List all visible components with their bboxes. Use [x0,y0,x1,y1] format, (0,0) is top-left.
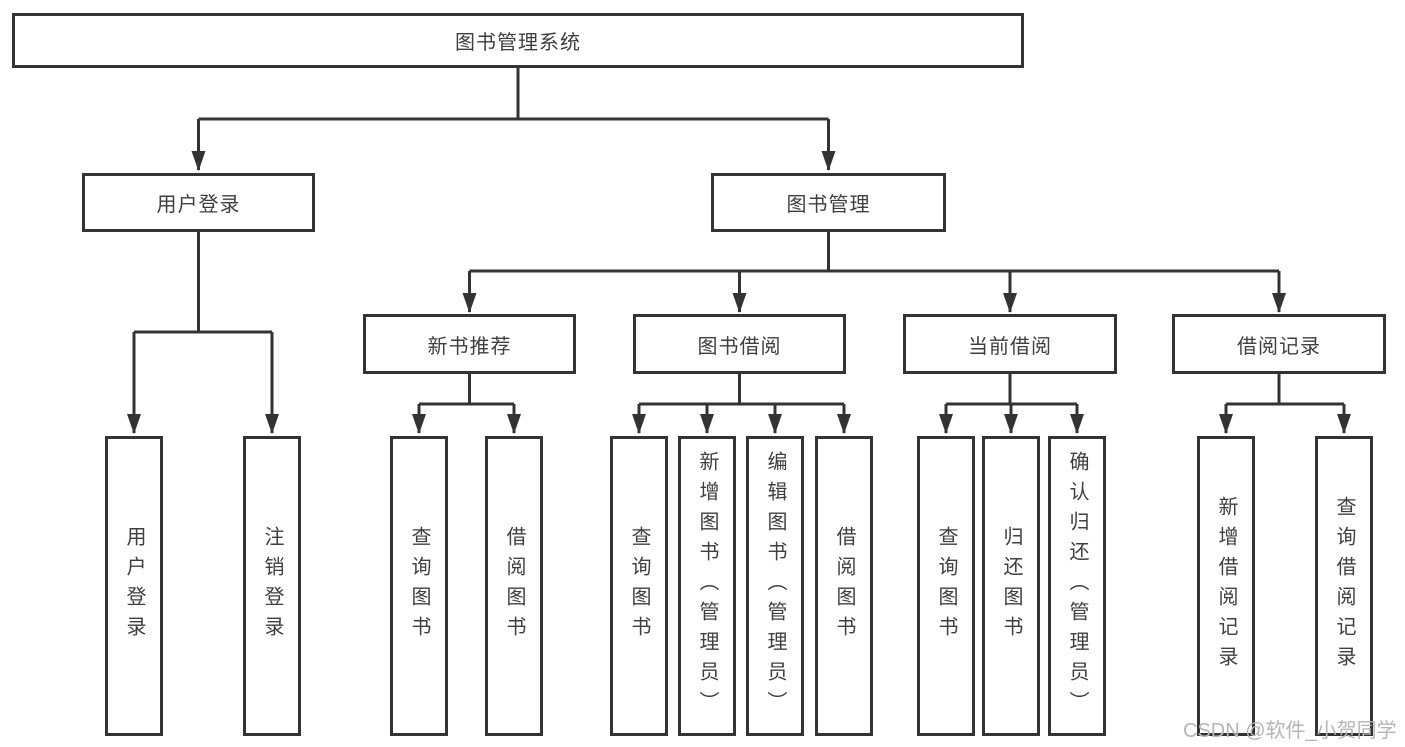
node-root-label: 图书管理系统 [455,32,581,54]
connector-root-to-level2 [198,68,829,121]
csdn-watermark: CSDN @软件_小贺同学 [1183,720,1397,742]
leaf-query-books-3: 查询图书 [917,436,975,736]
leaf-query-borrow-record: 查询借阅记录 [1315,436,1373,736]
leaf-add-book-admin: 新增图书（管理员） [678,436,736,736]
leaf-user-login-label: 用户登录 [123,526,145,646]
leaf-return-books-label: 归还图书 [1000,526,1022,646]
leaf-borrow-books-2-label: 借阅图书 [833,526,855,646]
leaf-edit-book-admin: 编辑图书（管理员） [746,436,804,736]
node-user-login-label: 用户登录 [156,194,241,216]
connector-book-management-branch [469,232,1279,273]
node-user-login: 用户登录 [82,173,315,232]
leaf-query-books-1: 查询图书 [390,436,448,736]
leaf-user-login: 用户登录 [105,436,163,736]
leaf-query-books-2: 查询图书 [610,436,668,736]
node-current-borrow: 当前借阅 [903,314,1117,374]
node-book-borrow: 图书借阅 [633,314,846,374]
leaf-add-borrow-record-label: 新增借阅记录 [1215,496,1237,676]
leaf-add-book-admin-label: 新增图书（管理员） [696,451,718,721]
node-new-book-recommend-label: 新书推荐 [427,335,512,358]
node-borrow-records-label: 借阅记录 [1237,335,1321,358]
leaf-query-books-1-label: 查询图书 [408,526,430,646]
connector-user-login-branch [134,232,272,334]
node-root: 图书管理系统 [12,13,1024,68]
connector-new-book-branch [419,373,514,406]
leaf-query-borrow-record-label: 查询借阅记录 [1333,496,1355,676]
node-book-borrow-label: 图书借阅 [697,335,782,358]
leaf-query-books-2-label: 查询图书 [628,526,650,646]
leaf-borrow-books-2: 借阅图书 [815,436,873,736]
node-new-book-recommend: 新书推荐 [363,314,576,374]
connector-current-borrow-branch [946,373,1077,406]
node-current-borrow-label: 当前借阅 [968,335,1052,358]
connector-book-borrow-branch [639,373,844,406]
node-book-management-label: 图书管理 [786,194,871,216]
connector-borrow-records-branch [1226,373,1344,406]
leaf-edit-book-admin-label: 编辑图书（管理员） [764,451,786,721]
leaf-borrow-books-1: 借阅图书 [485,436,543,736]
node-borrow-records: 借阅记录 [1172,314,1386,374]
leaf-return-books: 归还图书 [982,436,1040,736]
leaf-borrow-books-1-label: 借阅图书 [503,526,525,646]
leaf-query-books-3-label: 查询图书 [935,526,957,646]
leaf-logout: 注销登录 [243,436,301,736]
node-book-management: 图书管理 [711,173,946,232]
leaf-add-borrow-record: 新增借阅记录 [1197,436,1255,736]
leaf-logout-label: 注销登录 [261,526,283,646]
leaf-confirm-return-admin: 确认归还（管理员） [1048,436,1106,736]
leaf-confirm-return-admin-label: 确认归还（管理员） [1066,451,1088,721]
